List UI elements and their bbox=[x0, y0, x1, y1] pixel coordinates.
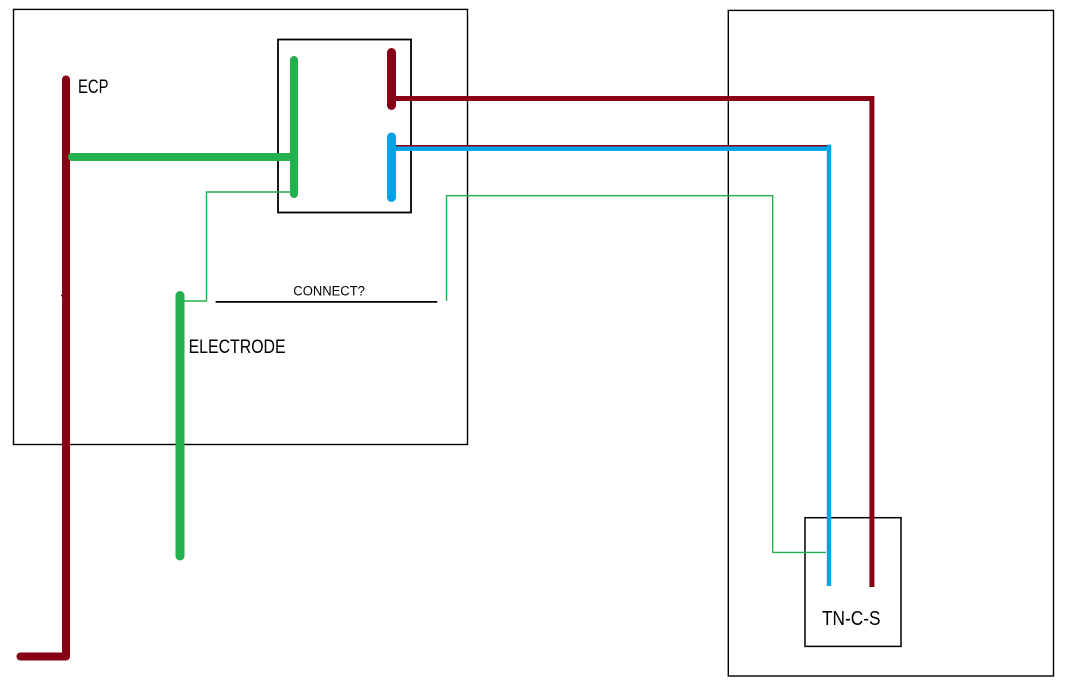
thin-green-electrode-link bbox=[184, 191, 293, 302]
tncs-label: TN-C-S bbox=[822, 608, 881, 630]
terminal-box bbox=[277, 38, 412, 214]
connect-label: CONNECT? bbox=[293, 284, 365, 300]
supply-boundary-box bbox=[727, 9, 1055, 677]
dark-red-supply-wire bbox=[396, 96, 875, 587]
thin-green-tncs-link bbox=[445, 195, 826, 554]
ecp-conductor-wire bbox=[16, 75, 70, 661]
installation-boundary-box bbox=[12, 8, 469, 446]
electrode-label: ELECTRODE bbox=[189, 337, 286, 358]
ecp-label: ECP bbox=[78, 77, 109, 98]
tncs-box bbox=[804, 516, 902, 648]
